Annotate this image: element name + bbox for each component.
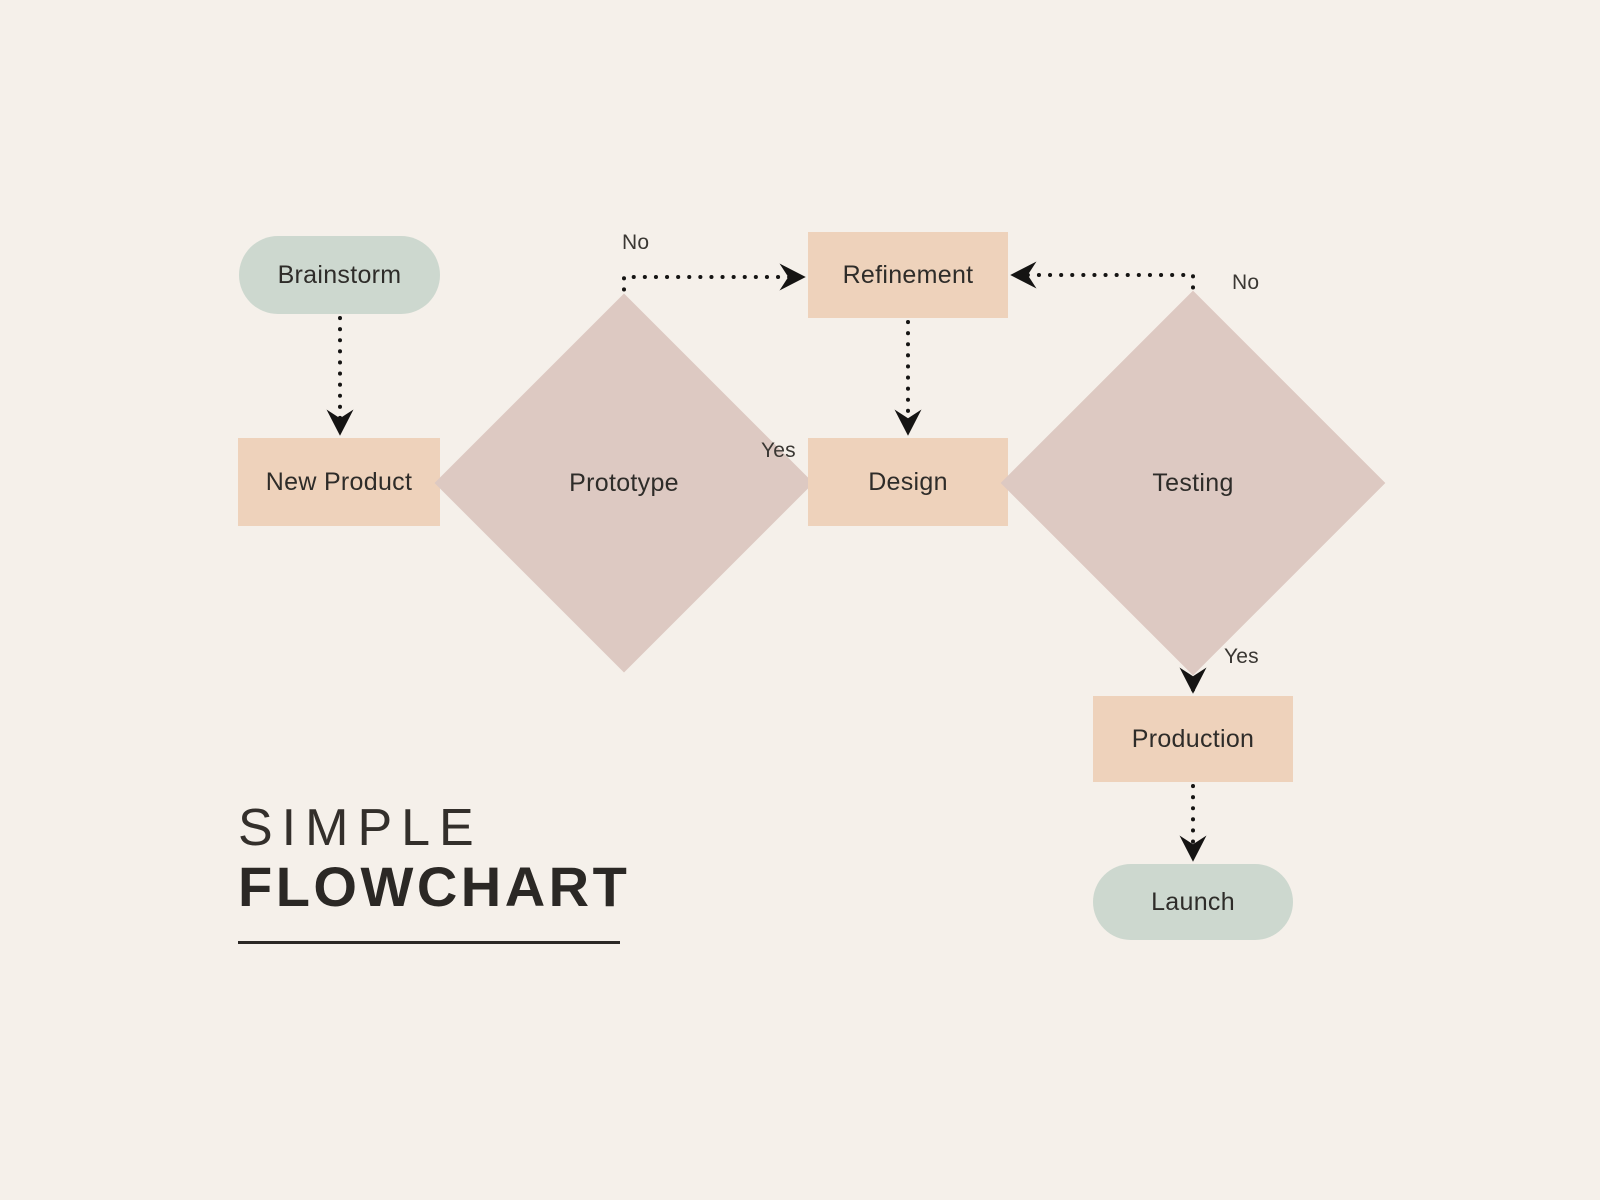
- title-divider: [238, 940, 620, 944]
- node-label: New Product: [265, 467, 413, 496]
- node-label: Brainstorm: [277, 260, 402, 289]
- node-label: Production: [1131, 724, 1255, 753]
- edge-label-no-testing: No: [1232, 271, 1260, 294]
- edge-label-yes-testing: Yes: [1224, 645, 1259, 668]
- node-label: Prototype: [569, 468, 679, 497]
- edge-label-yes-design: Yes: [761, 439, 796, 462]
- page-title-line-1: SIMPLE: [238, 799, 483, 857]
- node-new-product[interactable]: New Product: [238, 438, 440, 526]
- node-label: Launch: [1151, 887, 1235, 916]
- title-block: SIMPLE FLOWCHART: [238, 800, 668, 944]
- node-label: Testing: [1152, 468, 1234, 497]
- edge-label-no-prototype: No: [622, 231, 650, 254]
- node-brainstorm[interactable]: Brainstorm: [239, 236, 440, 314]
- page-title-line-2: FLOWCHART: [238, 855, 631, 919]
- node-label: Refinement: [842, 260, 974, 289]
- node-production[interactable]: Production: [1093, 696, 1293, 782]
- node-design[interactable]: Design: [808, 438, 1008, 526]
- node-testing[interactable]: Testing: [1000, 290, 1386, 676]
- node-launch[interactable]: Launch: [1093, 864, 1293, 940]
- node-prototype[interactable]: Prototype: [434, 293, 814, 673]
- node-refinement[interactable]: Refinement: [808, 232, 1008, 318]
- node-label: Design: [868, 467, 948, 496]
